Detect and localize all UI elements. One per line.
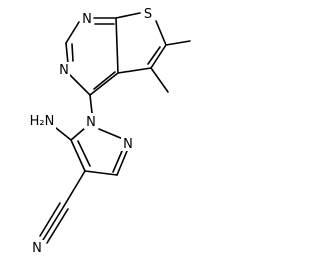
bond-c4-c4a: [89, 72, 119, 96]
bonds: [39, 12, 191, 244]
bond-c4a-c7a: [115, 17, 119, 74]
bond-c4-n1: [89, 94, 93, 114]
bond-cn-triple-3: [46, 208, 69, 244]
bond-s-c6: [155, 20, 167, 46]
bond-c6-c5-inner: [147, 46, 161, 65]
atom-s-thiophene: S: [144, 7, 152, 22]
bond-c4p-cn: [63, 170, 86, 207]
atom-n-pyrimidine-left: N: [59, 63, 69, 78]
bond-n-left-c4: [69, 74, 91, 96]
bond-c5p-amino: [55, 127, 72, 141]
bond-n2-c3: [116, 150, 128, 176]
bond-c4p-c5p-inner: [77, 140, 91, 167]
atom-amino-group: H₂N: [30, 114, 55, 129]
molecule-canvas: N N S N N H₂N N: [28, 6, 191, 256]
bond-c5-methyl: [150, 67, 169, 93]
bond-c4p-c5p: [70, 139, 86, 172]
bond-n-top-c2: [65, 21, 80, 44]
bond-c5p-n1: [70, 127, 86, 141]
bond-n1-n2: [98, 128, 124, 140]
atom-nitrile-n: N: [32, 241, 42, 256]
bond-c3-c4p: [84, 170, 118, 176]
atom-n-pyrazole-1: N: [86, 115, 96, 130]
molecule-structure-diagram: N N S N N H₂N N: [28, 6, 191, 256]
bond-c2-n-left-inner: [71, 43, 74, 62]
bond-cn-triple-1: [42, 205, 65, 241]
atom-n-pyrimidine-top: N: [82, 12, 92, 27]
bond-c7a-s: [115, 12, 141, 19]
atom-n-pyrazole-2: N: [123, 137, 133, 152]
bond-c4-c4a-inner: [93, 71, 116, 90]
bond-c6-c5: [150, 44, 167, 69]
bond-n2-c3-inner: [112, 150, 123, 173]
atom-labels: N N S N N H₂N N: [28, 6, 155, 256]
bond-cn-triple-2: [39, 202, 61, 237]
bond-c2-n-left: [65, 42, 69, 65]
bond-c5-c4a: [117, 67, 152, 74]
bond-c6-methyl: [165, 40, 191, 46]
